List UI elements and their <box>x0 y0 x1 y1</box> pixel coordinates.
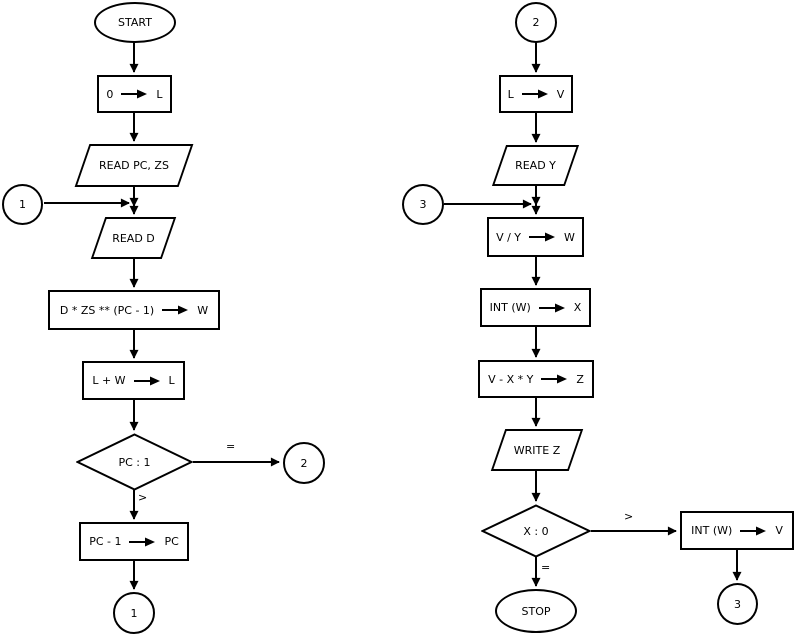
right-arrow-icon <box>162 305 189 315</box>
process-divide-w: V / Y W <box>487 217 584 257</box>
right-arrow-icon <box>740 526 767 535</box>
terminator-start-label: START <box>118 16 152 29</box>
connector-1-in: 1 <box>2 184 43 225</box>
decision-label: PC : 1 <box>118 455 151 469</box>
process-decrement-pc: PC - 1 PC <box>79 522 189 561</box>
process-lhs: L + W <box>92 374 126 387</box>
branch-label-equal: = <box>541 561 551 574</box>
process-rhs: L <box>156 87 163 101</box>
right-arrow-icon <box>521 89 548 99</box>
decision-label: X : 0 <box>523 524 549 538</box>
connector-3-in: 3 <box>402 184 444 225</box>
process-compute-w: D * ZS ** (PC - 1) W <box>48 290 220 330</box>
connector-number: 3 <box>734 597 741 611</box>
process-assign-zero: 0 L <box>97 75 172 113</box>
process-rhs: W <box>197 303 209 317</box>
io-read-d: READ D <box>90 217 177 259</box>
process-rhs: Z <box>576 372 584 386</box>
process-lhs: 0 <box>106 87 114 101</box>
process-rhs: V <box>556 87 565 101</box>
terminator-stop: STOP <box>495 589 577 633</box>
decision-pc-1: PC : 1 <box>76 433 193 491</box>
right-arrow-icon <box>529 232 556 242</box>
io-label: READ Y <box>515 159 556 172</box>
connector-2-in: 2 <box>515 2 557 43</box>
connector-1-out: 1 <box>113 592 155 634</box>
right-arrow-icon <box>538 303 565 312</box>
process-lhs: INT (W) <box>489 301 531 314</box>
branch-label-greater: > <box>624 510 634 523</box>
right-arrow-icon <box>121 89 148 99</box>
right-arrow-icon <box>133 376 160 385</box>
process-assign-v: L V <box>499 75 573 113</box>
diamond-shape <box>481 504 591 558</box>
process-lhs: V / Y <box>496 230 522 244</box>
process-lhs: D * ZS ** (PC - 1) <box>59 303 155 317</box>
io-read-pc-zs: READ PC, ZS <box>74 144 194 187</box>
right-arrow-icon <box>541 374 568 384</box>
process-int-v: INT (W) V <box>680 511 794 550</box>
process-rhs: X <box>573 301 582 314</box>
process-int-x: INT (W) X <box>480 288 591 327</box>
diamond-shape <box>76 433 193 491</box>
io-label: READ PC, ZS <box>99 159 169 172</box>
io-read-y: READ Y <box>491 145 580 186</box>
terminator-stop-label: STOP <box>521 604 551 618</box>
connector-3-out: 3 <box>717 583 758 625</box>
branch-label-equal: = <box>226 440 236 453</box>
right-arrow-icon <box>129 537 156 546</box>
process-rhs: PC <box>164 535 179 548</box>
process-lhs: INT (W) <box>691 524 733 537</box>
process-lhs: L <box>507 87 514 101</box>
connector-number: 1 <box>19 198 26 211</box>
terminator-start: START <box>94 2 176 43</box>
branch-label-greater: > <box>138 491 148 504</box>
decision-x-0: X : 0 <box>481 504 591 558</box>
connector-2-out: 2 <box>283 442 325 484</box>
process-rhs: L <box>168 374 175 387</box>
process-remainder-z: V - X * Y Z <box>478 360 594 398</box>
process-lhs: V - X * Y <box>488 372 534 386</box>
connector-number: 1 <box>130 606 138 620</box>
connector-number: 2 <box>532 16 540 29</box>
process-lhs: PC - 1 <box>89 535 122 548</box>
io-label: WRITE Z <box>513 443 561 457</box>
io-label: READ D <box>112 231 155 245</box>
connector-number: 2 <box>300 456 308 470</box>
process-rhs: W <box>564 230 575 244</box>
io-write-z: WRITE Z <box>490 429 584 471</box>
process-accumulate-l: L + W L <box>82 361 185 400</box>
process-rhs: V <box>775 524 783 537</box>
connector-number: 3 <box>419 198 427 211</box>
